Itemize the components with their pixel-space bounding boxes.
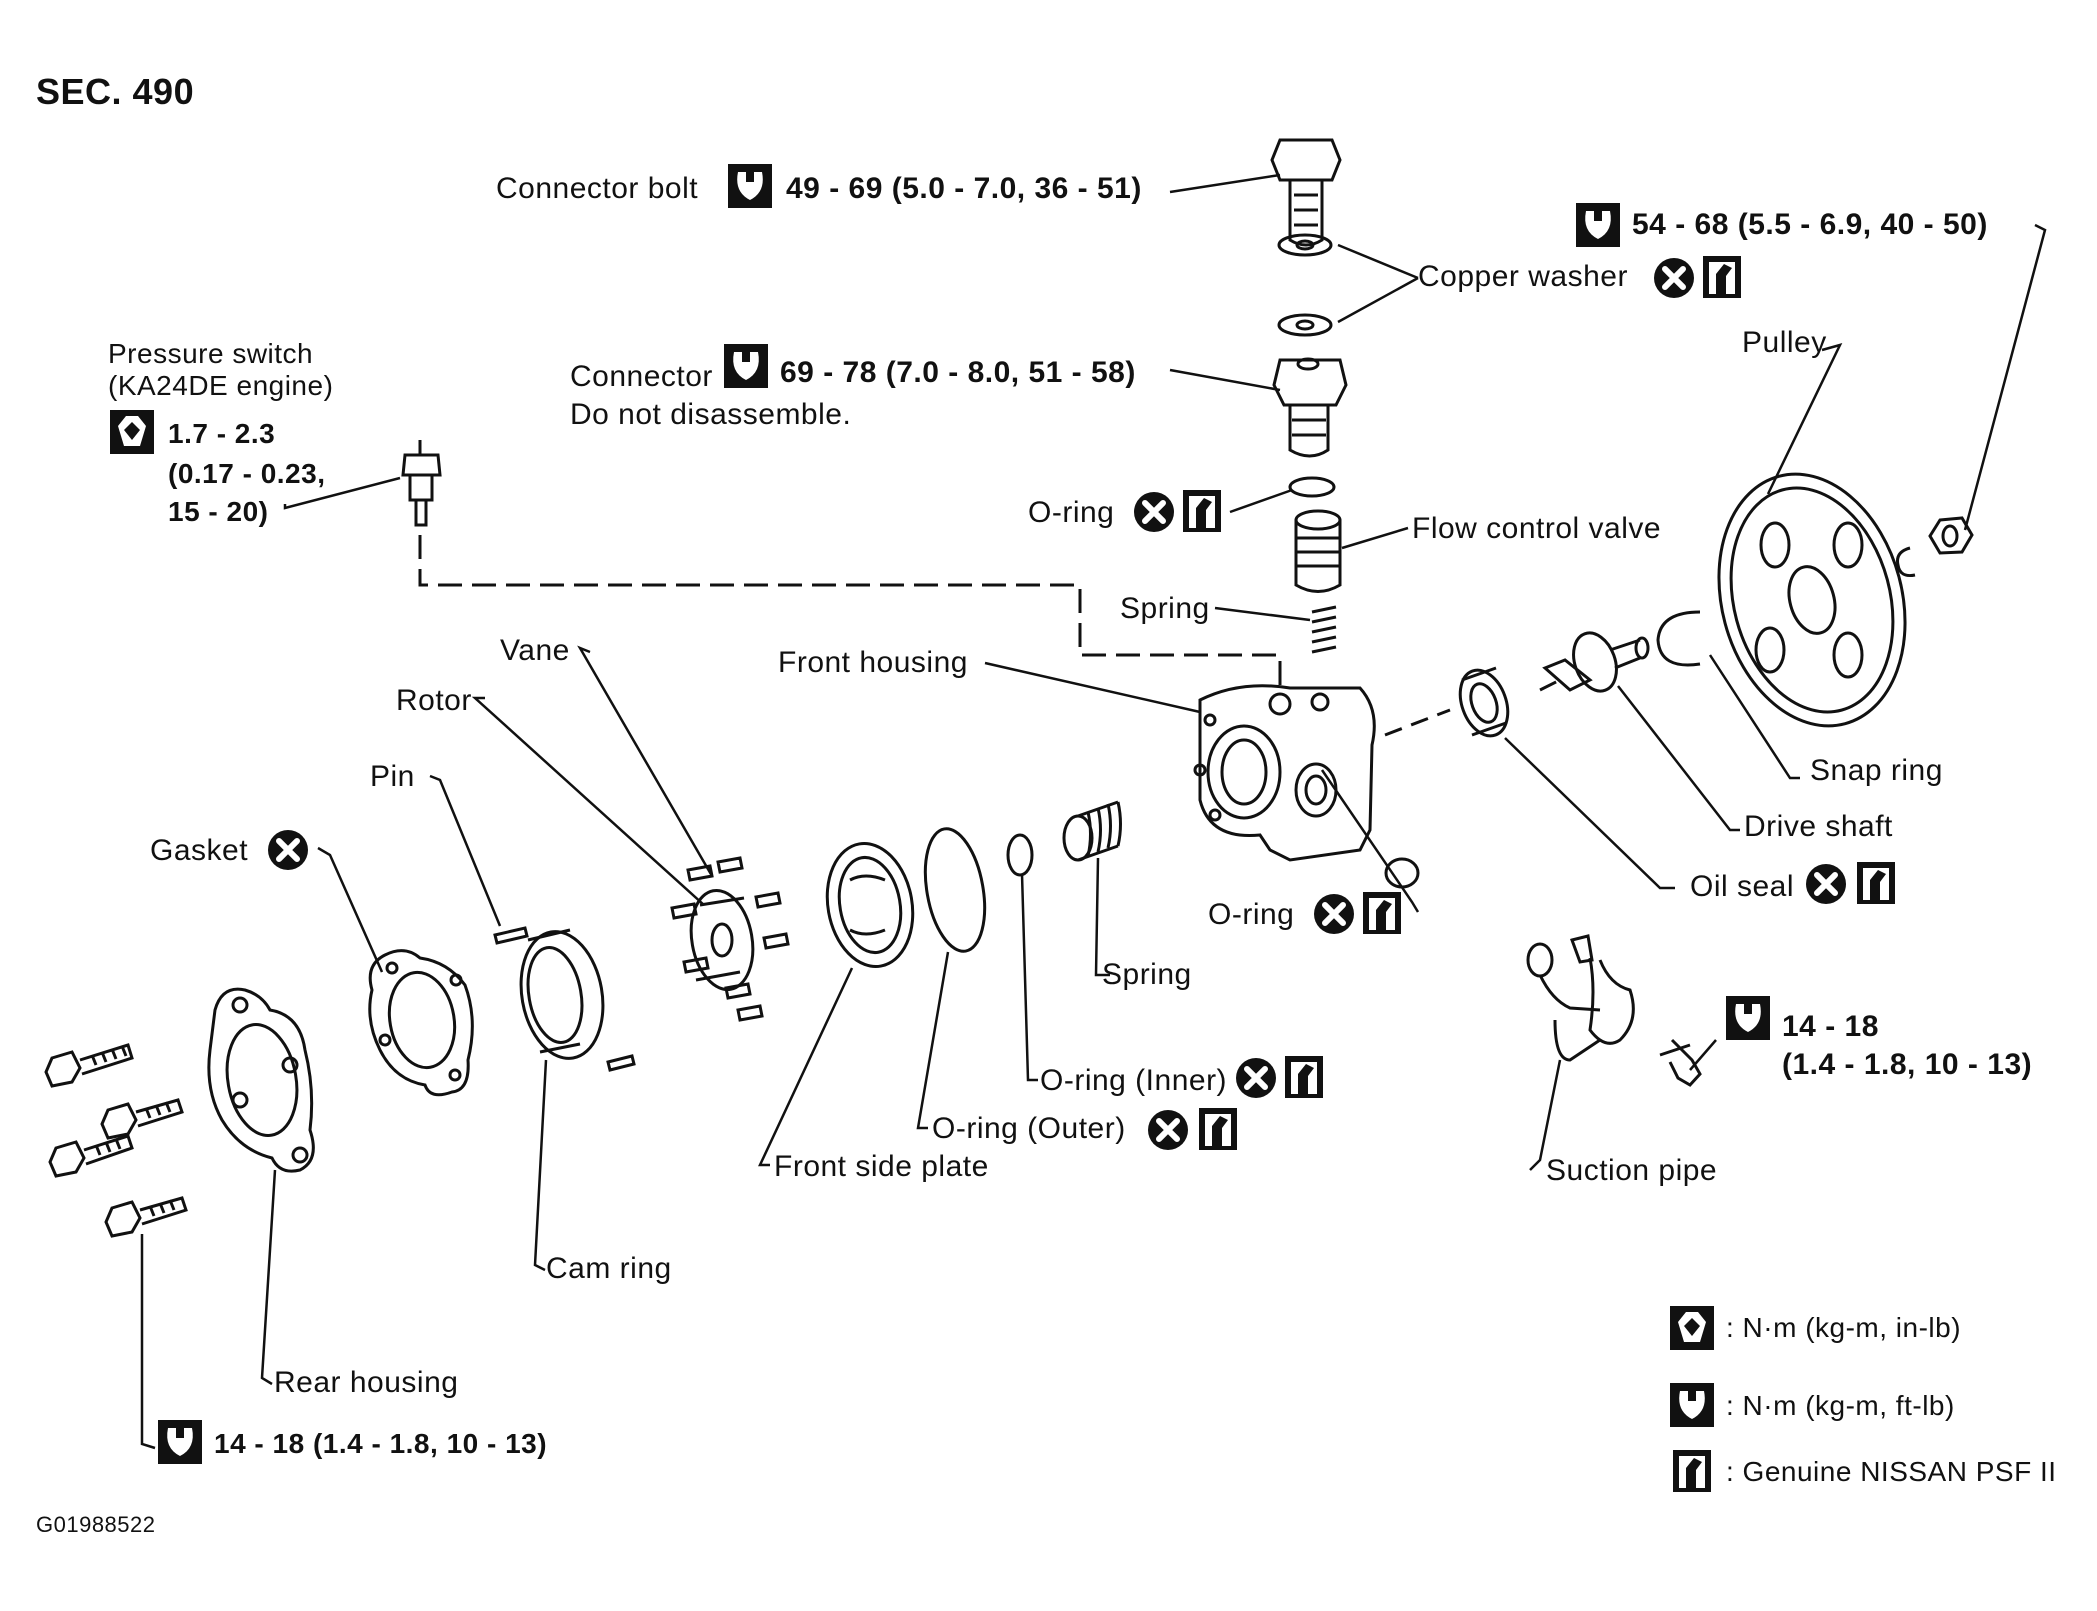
psf-fluid-can-icon (1183, 490, 1221, 532)
connector-label: Connector (570, 360, 713, 393)
torque-inlb-icon (110, 410, 154, 454)
copper-washer-upper (1277, 233, 1333, 257)
connector-bolt-label: Connector bolt (496, 172, 699, 205)
legend-nm-ftlb: : N·m (kg-m, ft-lb) (1726, 1390, 1955, 1421)
pin-upper (493, 926, 529, 945)
replace-x-icon (268, 830, 308, 870)
o-ring-top-label: O-ring (1028, 496, 1115, 529)
pressure-switch-label: Pressure switch (108, 338, 314, 369)
figure-id: G01988522 (36, 1512, 156, 1537)
routing-dashed-line (418, 535, 1282, 690)
pressure-switch-torque-3: 15 - 20) (168, 496, 269, 527)
o-ring-outer (923, 827, 987, 953)
torque-ftlb-icon (728, 164, 772, 208)
nut-torque: 54 - 68 (5.5 - 6.9, 40 - 50) (1632, 208, 1988, 241)
spring-top-label: Spring (1120, 592, 1210, 625)
rotor-part (689, 888, 755, 992)
pressure-switch-engine: (KA24DE engine) (108, 370, 334, 401)
replace-x-icon (1134, 492, 1174, 532)
oil-seal-label: Oil seal (1690, 870, 1795, 903)
rear-housing-part (207, 987, 315, 1173)
suction-pipe-part (1526, 934, 1635, 1062)
front-side-plate-part (825, 842, 915, 968)
snap-ring-part (1656, 610, 1701, 667)
connector-bolt (1270, 138, 1342, 247)
rear-housing-bolts (44, 1043, 188, 1238)
front-housing-label: Front housing (778, 646, 968, 679)
center-axis-line (1384, 678, 1561, 737)
pulley-label: Pulley (1742, 326, 1827, 359)
drive-shaft-part (1542, 631, 1650, 693)
vane-parts (670, 856, 790, 1022)
snap-ring-label: Snap ring (1810, 754, 1943, 787)
replace-x-icon (1654, 258, 1694, 298)
replace-x-icon (1806, 864, 1846, 904)
connector-torque: 69 - 78 (7.0 - 8.0, 51 - 58) (780, 356, 1136, 389)
suction-torque-2: (1.4 - 1.8, 10 - 13) (1782, 1048, 2033, 1081)
torque-ftlb-icon (1576, 203, 1620, 247)
o-ring-mid-label: O-ring (1208, 898, 1295, 931)
front-side-plate-label: Front side plate (774, 1150, 989, 1183)
torque-ftlb-icon (724, 344, 768, 388)
gasket-label: Gasket (150, 834, 249, 867)
replace-x-icon (1314, 894, 1354, 934)
psf-fluid-can-icon (1363, 892, 1401, 934)
suction-pipe-bolt (1659, 1038, 1702, 1087)
pressure-switch-torque-2: (0.17 - 0.23, (168, 458, 326, 489)
connector-part (1272, 357, 1348, 458)
legend-psf: : Genuine NISSAN PSF II (1726, 1456, 2057, 1487)
gasket-part (368, 949, 474, 1097)
oil-seal-part (1458, 666, 1510, 738)
replace-x-icon (1148, 1110, 1188, 1150)
connector-bolt-torque: 49 - 69 (5.0 - 7.0, 36 - 51) (786, 172, 1142, 205)
cam-ring-label: Cam ring (546, 1252, 672, 1285)
flow-control-valve (1294, 509, 1342, 593)
pulley-nut (1928, 516, 1974, 555)
leader-lines (140, 173, 2047, 1450)
o-ring-outer-label: O-ring (Outer) (932, 1112, 1126, 1145)
suction-pipe-label: Suction pipe (1546, 1154, 1718, 1187)
pressure-switch-torque-1: 1.7 - 2.3 (168, 418, 276, 449)
copper-washer-lower (1277, 313, 1333, 337)
legend-torque-ftlb-icon (1670, 1383, 1714, 1427)
spring-mid-part (1062, 800, 1122, 862)
psf-fluid-can-icon (1703, 256, 1741, 298)
rear-torque: 14 - 18 (1.4 - 1.8, 10 - 13) (214, 1428, 548, 1459)
pin-lower (606, 1054, 636, 1072)
front-housing-part (1193, 684, 1376, 862)
copper-washer-label: Copper washer (1418, 260, 1628, 293)
rotor-label: Rotor (396, 684, 472, 717)
legend-torque-inlb-icon (1670, 1306, 1714, 1350)
vane-label: Vane (500, 634, 570, 667)
pin-label: Pin (370, 760, 415, 793)
connector-note: Do not disassemble. (570, 398, 852, 431)
spring-mid-label: Spring (1102, 958, 1192, 991)
o-ring-inner (1006, 833, 1034, 877)
psf-fluid-can-icon (1857, 862, 1895, 904)
replace-x-icon (1236, 1058, 1276, 1098)
psf-fluid-can-icon (1285, 1056, 1323, 1098)
psf-fluid-can-icon (1199, 1108, 1237, 1150)
torque-ftlb-icon (1726, 996, 1770, 1040)
pulley-part (1717, 472, 1907, 728)
cam-ring-part (519, 928, 605, 1060)
o-ring-top (1288, 476, 1336, 498)
legend-psf-fluid-can-icon (1673, 1450, 1711, 1492)
section-title: SEC. 490 (36, 71, 195, 112)
pressure-switch-part (401, 440, 442, 527)
rear-housing-label: Rear housing (274, 1366, 459, 1399)
drive-shaft-label: Drive shaft (1744, 810, 1893, 843)
flow-control-valve-label: Flow control valve (1412, 512, 1662, 545)
spring-top (1311, 605, 1337, 654)
legend-nm-inlb: : N·m (kg-m, in-lb) (1726, 1312, 1962, 1343)
suction-torque-1: 14 - 18 (1782, 1010, 1879, 1043)
o-ring-inner-label: O-ring (Inner) (1040, 1064, 1228, 1097)
torque-ftlb-icon (158, 1420, 202, 1464)
